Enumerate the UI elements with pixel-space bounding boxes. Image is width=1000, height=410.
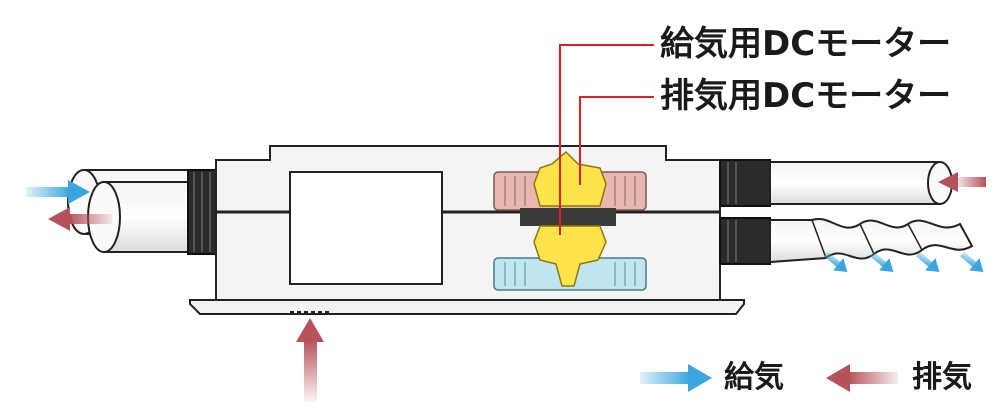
- exhaust-motor-label: 排気用DCモーター: [660, 76, 952, 116]
- exhaust-arrow-right: [938, 172, 986, 192]
- right-supply-duct: [719, 217, 974, 265]
- exhaust-motor-leader: [579, 96, 654, 185]
- exhaust-arrow-left: [48, 207, 112, 231]
- exhaust-dc-motor: [533, 150, 607, 207]
- supply-arrow-left: [26, 180, 90, 204]
- legend-supply-label: 給気: [724, 360, 784, 395]
- motor-partition: [520, 208, 616, 226]
- legend-supply-arrow: [640, 364, 712, 392]
- ceiling-grille-plate: [189, 299, 745, 315]
- supply-motor-label: 給気用DCモーター: [660, 24, 952, 64]
- left-duct: [67, 169, 217, 255]
- supply-dc-motor: [533, 225, 607, 287]
- legend-exhaust-label: 排気: [912, 360, 972, 395]
- exhaust-arrow-intake: [296, 318, 324, 402]
- supply-arrows-hose: [824, 251, 984, 272]
- supply-motor-leader: [559, 44, 654, 235]
- right-exhaust-duct: [719, 159, 953, 207]
- legend-exhaust-arrow: [826, 364, 898, 392]
